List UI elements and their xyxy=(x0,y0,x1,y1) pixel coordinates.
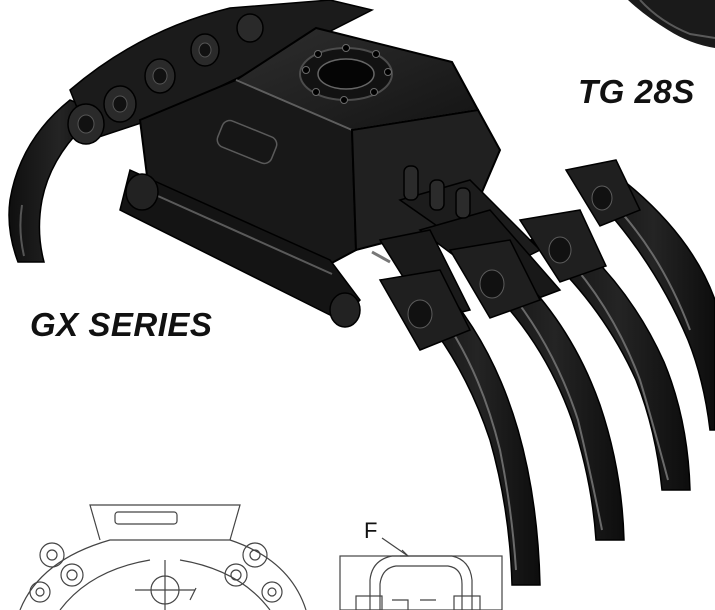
series-label: GX SERIES xyxy=(30,306,213,343)
model-label: TG 28S xyxy=(578,73,695,110)
grapple-front-view-icon xyxy=(19,504,307,610)
grapple-side-view-icon xyxy=(339,537,503,610)
detail-marker-label: F xyxy=(364,518,378,543)
grapple-rake-icon xyxy=(8,0,715,586)
grapple-fragment-icon xyxy=(628,0,715,48)
